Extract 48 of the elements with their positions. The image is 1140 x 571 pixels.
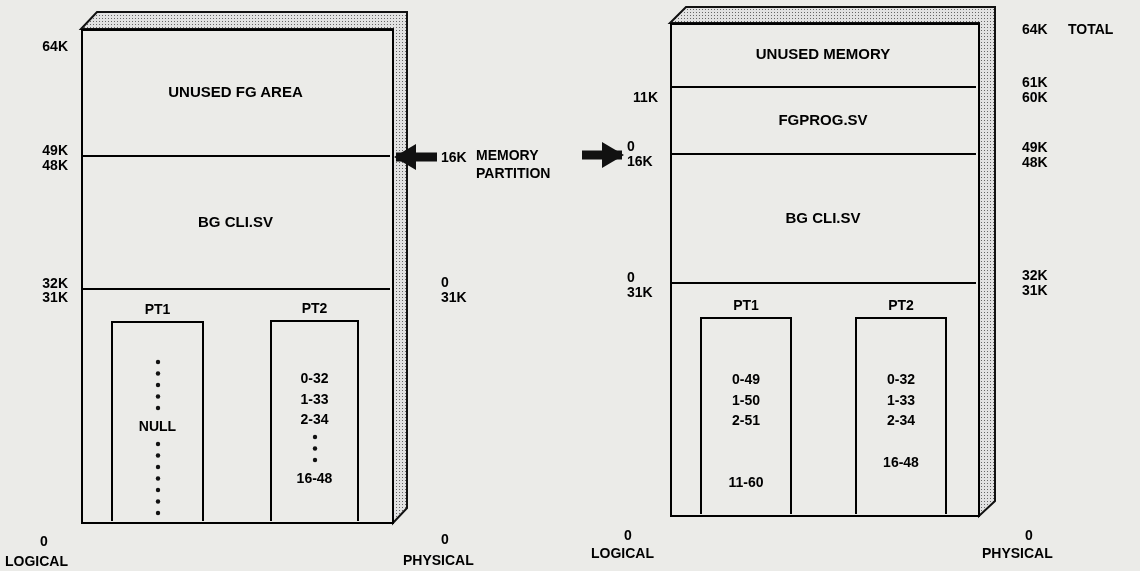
address-label: 0 (627, 139, 635, 153)
address-label: 11K (633, 90, 658, 104)
region-label: BG CLI.SV (785, 208, 861, 229)
address-label: 32K (1022, 268, 1048, 282)
partition-text: MEMORY PARTITION (476, 146, 552, 182)
table-heading: PT2 (887, 296, 915, 315)
address-label: 16K (441, 150, 467, 164)
address-label: LOGICAL (5, 554, 68, 568)
address-label: 0 (441, 275, 449, 289)
address-label: 31K (1022, 283, 1048, 297)
address-label: 48K (42, 158, 68, 172)
address-label: 0 (627, 270, 635, 284)
region-label: FGPROG.SV (778, 110, 868, 131)
partition-arrow (394, 144, 437, 170)
address-label: 0 (624, 528, 632, 542)
region-label: UNUSED FG AREA (168, 81, 303, 102)
region-label: UNUSED MEMORY (755, 44, 891, 65)
page-mapping-text: 16-48 (295, 469, 334, 488)
region-label: BG CLI.SV (198, 212, 273, 233)
address-label: 32K (42, 276, 68, 290)
address-label: 60K (1022, 90, 1048, 104)
page-mapping-text: 0-32 1-33 2-34 (886, 370, 916, 430)
address-label: LOGICAL (591, 546, 654, 560)
address-label: PHYSICAL (982, 546, 1053, 560)
partition-arrow (582, 142, 624, 168)
address-label: 0 (1025, 528, 1033, 542)
address-label: 0 (40, 534, 48, 548)
address-label: 16K (627, 154, 653, 168)
address-label: 64K (1022, 22, 1048, 36)
address-label: 31K (627, 285, 653, 299)
address-label: PHYSICAL (403, 553, 474, 567)
page-mapping-text: 0-32 1-33 2-34 (299, 369, 330, 429)
address-label: 49K (1022, 140, 1048, 154)
page-mapping-text: NULL (137, 417, 178, 437)
address-label: 48K (1022, 155, 1048, 169)
table-heading: PT1 (732, 296, 760, 315)
table-heading: PT1 (143, 300, 172, 319)
address-label: 49K (42, 143, 68, 157)
address-label: TOTAL (1068, 22, 1114, 36)
address-label: 31K (441, 290, 467, 304)
page-mapping-text: 16-48 (882, 452, 920, 472)
page-mapping-text: 0-49 1-50 2-51 (731, 370, 761, 430)
address-label: 61K (1022, 75, 1048, 89)
page-mapping-text: 11-60 (727, 472, 765, 492)
table-heading: PT2 (300, 299, 329, 318)
address-label: 64K (42, 39, 68, 53)
address-label: 31K (42, 290, 68, 304)
address-label: 0 (441, 532, 449, 546)
